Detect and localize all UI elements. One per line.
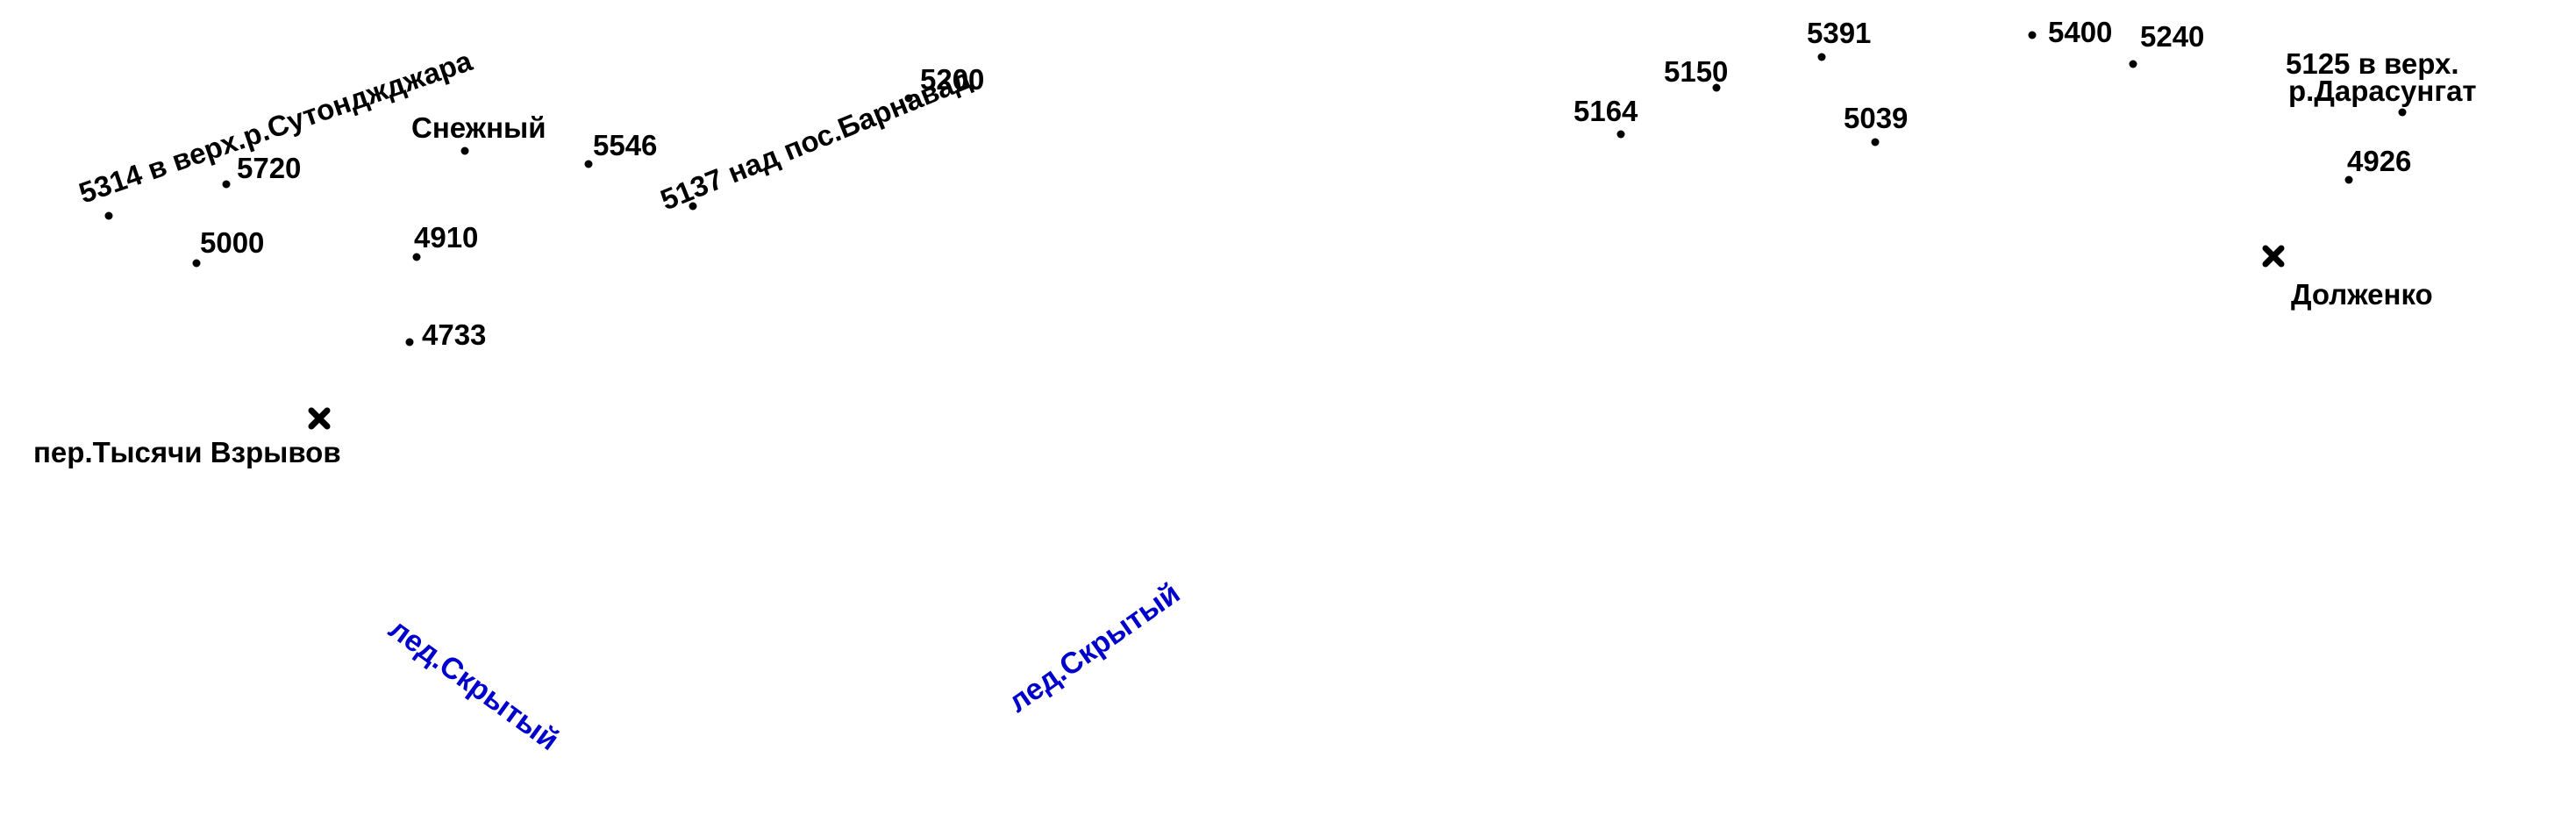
peak-5125-marker [2398, 108, 2407, 117]
pass-thousand-explosions-label: пер.Тысячи Взрывов [33, 436, 341, 468]
peak-5039-label: 5039 [1844, 102, 1908, 134]
peak-5240-label: 5240 [2140, 20, 2204, 53]
peak-5150-label: 5150 [1664, 55, 1728, 88]
peak-5314-marker [104, 211, 113, 220]
peak-4733-label: 4733 [422, 318, 486, 351]
pass-dolzhenko-label: Долженко [2291, 278, 2433, 311]
cross-icon [308, 407, 331, 430]
peak-5137-marker [689, 202, 697, 211]
peak-4926-label: 4926 [2347, 145, 2411, 177]
peak-5240-marker [2129, 60, 2137, 68]
peak-4910-label: 4910 [414, 221, 478, 254]
peak-5164-label: 5164 [1573, 95, 1638, 127]
peak-5720-label: 5720 [237, 152, 301, 184]
peak-5200-label: 5200 [920, 63, 984, 96]
peak-4910-marker [412, 253, 421, 261]
peak-5000-marker [192, 259, 201, 268]
glacier-skryty-label-2: лед.Скрытый [1003, 576, 1186, 719]
peak-5125-label-line1: 5125 в верх. [2286, 47, 2458, 80]
peak-5546-label: 5546 [593, 129, 657, 161]
cross-icon [2262, 245, 2285, 268]
peak-5391-marker [1817, 53, 1826, 61]
peak-5000-label: 5000 [200, 226, 264, 259]
peak-5200-marker [904, 94, 913, 103]
peak-4926-marker [2344, 175, 2353, 184]
peak-4733-marker [405, 338, 414, 347]
peak-5400-label: 5400 [2048, 16, 2112, 48]
peak-5164-marker [1616, 130, 1625, 139]
glacier-skryty-label-1: лед.Скрытый [382, 612, 565, 757]
peak-5039-marker [1871, 138, 1880, 147]
peak-5125-label-line2: р.Дарасунгат [2288, 75, 2477, 107]
peak-snezhny-marker [460, 147, 469, 155]
peak-5391-label: 5391 [1807, 17, 1871, 49]
peak-5720-marker [222, 180, 231, 189]
peak-5546-marker [584, 160, 593, 168]
peak-snezhny-label: Снежный [411, 111, 546, 144]
peak-5150-marker [1712, 83, 1721, 92]
peak-5400-marker [2028, 31, 2037, 39]
